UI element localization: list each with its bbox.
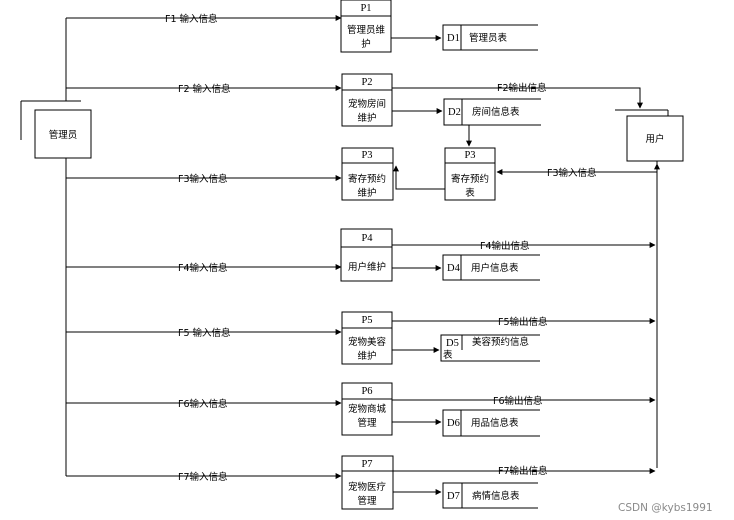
watermark: CSDN @kybs1991 <box>618 502 713 514</box>
store-d2-id: D2 <box>448 107 461 118</box>
flow-f3-label: F3输入信息 <box>178 173 228 185</box>
process-p1-name-2: 护 <box>361 38 371 50</box>
process-p5-name-2: 维护 <box>357 350 376 362</box>
flow-f2-out-label: F2输出信息 <box>497 82 547 94</box>
process-p7-name-2: 管理 <box>357 495 377 507</box>
flow-f1-label: F1 输入信息 <box>165 13 218 25</box>
arrow-p3table-p3maint <box>393 165 445 190</box>
flow-f5-out-label: F5输出信息 <box>498 316 548 328</box>
flow-f3-user-label: F3输入信息 <box>547 167 597 179</box>
store-d5-name-tail: 表 <box>443 349 453 361</box>
store-d1: D1 管理员表 <box>442 24 538 51</box>
store-d4-name: 用户信息表 <box>471 262 519 274</box>
process-p3-maint: P3 寄存预约 维护 <box>341 147 394 201</box>
store-d6-id: D6 <box>447 418 460 429</box>
process-p5: P5 宠物美容 维护 <box>341 311 393 365</box>
entity-user-label: 用户 <box>645 133 664 145</box>
store-d4-outline <box>442 254 540 281</box>
store-d7-name: 病情信息表 <box>472 490 520 502</box>
process-p3-table-name-2: 表 <box>465 187 475 199</box>
store-d6: D6 用品信息表 <box>442 409 540 437</box>
process-p3-table-id: P3 <box>464 150 475 161</box>
process-p1: P1 管理员维 护 <box>340 0 392 53</box>
process-p7-box <box>341 455 394 510</box>
process-p7-name-1: 宠物医疗 <box>348 481 387 493</box>
entity-admin-box <box>34 109 92 159</box>
entity-user-box <box>626 115 684 162</box>
user-input-flow: F3输入信息 <box>496 161 658 179</box>
entity-user: 用户 <box>615 109 684 162</box>
store-d6-outline <box>442 409 540 437</box>
store-d4: D4 用户信息表 <box>442 254 540 281</box>
process-p3-table-box <box>444 147 496 201</box>
store-d1-id: D1 <box>447 33 460 44</box>
store-d1-outline <box>442 24 538 51</box>
admin-input-flows: F1 输入信息 F2 输入信息 F3输入信息 F4输入信息 F5 输入信息 F6… <box>65 13 342 483</box>
process-p3-maint-name-2: 维护 <box>357 187 376 199</box>
store-d5: D5 美容预约信息 表 <box>440 334 540 362</box>
store-d7-outline <box>442 482 538 509</box>
flow-f7-out-label: F7输出信息 <box>498 465 548 477</box>
process-p3-maint-name-1: 寄存预约 <box>348 173 386 185</box>
flow-f5-label: F5 输入信息 <box>178 327 231 339</box>
store-d2: D2 房间信息表 <box>443 98 541 126</box>
process-p4-id: P4 <box>361 233 373 244</box>
store-d1-name: 管理员表 <box>469 32 508 44</box>
process-p3-table-name-1: 寄存预约 <box>451 173 489 185</box>
store-d6-name: 用品信息表 <box>471 417 519 429</box>
process-p1-id: P1 <box>360 3 371 14</box>
process-p4-box <box>340 228 393 282</box>
process-p6-name-2: 管理 <box>357 417 377 429</box>
store-d7-id: D7 <box>447 491 460 502</box>
process-p5-name-1: 宠物美容 <box>348 336 387 348</box>
process-p2-name-2: 维护 <box>357 112 376 124</box>
process-p6-box <box>341 382 393 436</box>
process-p3-maint-box <box>341 147 394 201</box>
store-d4-id: D4 <box>447 263 461 274</box>
user-output-flows: F2输出信息 F4输出信息 F5输出信息 F6输出信息 F7输出信息 <box>392 82 660 477</box>
process-p4-name-1: 用户维护 <box>348 261 386 273</box>
store-d5-id: D5 <box>446 338 459 349</box>
process-to-store-arrows <box>391 35 472 495</box>
flow-f6-label: F6输入信息 <box>178 398 228 410</box>
store-d5-outline <box>440 334 540 362</box>
process-p1-name-1: 管理员维 <box>347 24 386 36</box>
flow-f4-label: F4输入信息 <box>178 262 228 274</box>
process-p2-name-1: 宠物房间 <box>348 98 386 110</box>
process-p5-id: P5 <box>361 315 372 326</box>
store-d2-outline <box>443 98 541 126</box>
process-p6: P6 宠物商城 管理 <box>341 382 393 436</box>
process-p3-table: P3 寄存预约 表 <box>444 147 496 201</box>
entity-admin: 管理员 <box>20 100 92 159</box>
process-p2-id: P2 <box>361 77 372 88</box>
flow-f2-label: F2 输入信息 <box>178 83 231 95</box>
process-p7: P7 宠物医疗 管理 <box>341 455 394 510</box>
process-p3-maint-id: P3 <box>361 150 372 161</box>
process-p2: P2 宠物房间 维护 <box>341 73 393 127</box>
process-p7-id: P7 <box>361 459 372 470</box>
store-d5-name: 美容预约信息 <box>472 336 529 348</box>
flow-f3-user-line <box>496 161 658 175</box>
store-d7: D7 病情信息表 <box>442 482 538 509</box>
process-p4: P4 用户维护 <box>340 228 393 282</box>
process-p2-box <box>341 73 393 127</box>
flow-f2-out-line <box>392 87 643 109</box>
process-p6-name-1: 宠物商城 <box>348 403 387 415</box>
process-p5-box <box>341 311 393 365</box>
flow-f4-out-label: F4输出信息 <box>480 240 530 252</box>
flow-f7-label: F7输入信息 <box>178 471 228 483</box>
store-d2-name: 房间信息表 <box>472 106 520 118</box>
process-p6-id: P6 <box>361 386 372 397</box>
process-p1-box <box>340 0 392 53</box>
entity-admin-label: 管理员 <box>49 129 78 141</box>
flow-f6-out-label: F6输出信息 <box>493 395 543 407</box>
